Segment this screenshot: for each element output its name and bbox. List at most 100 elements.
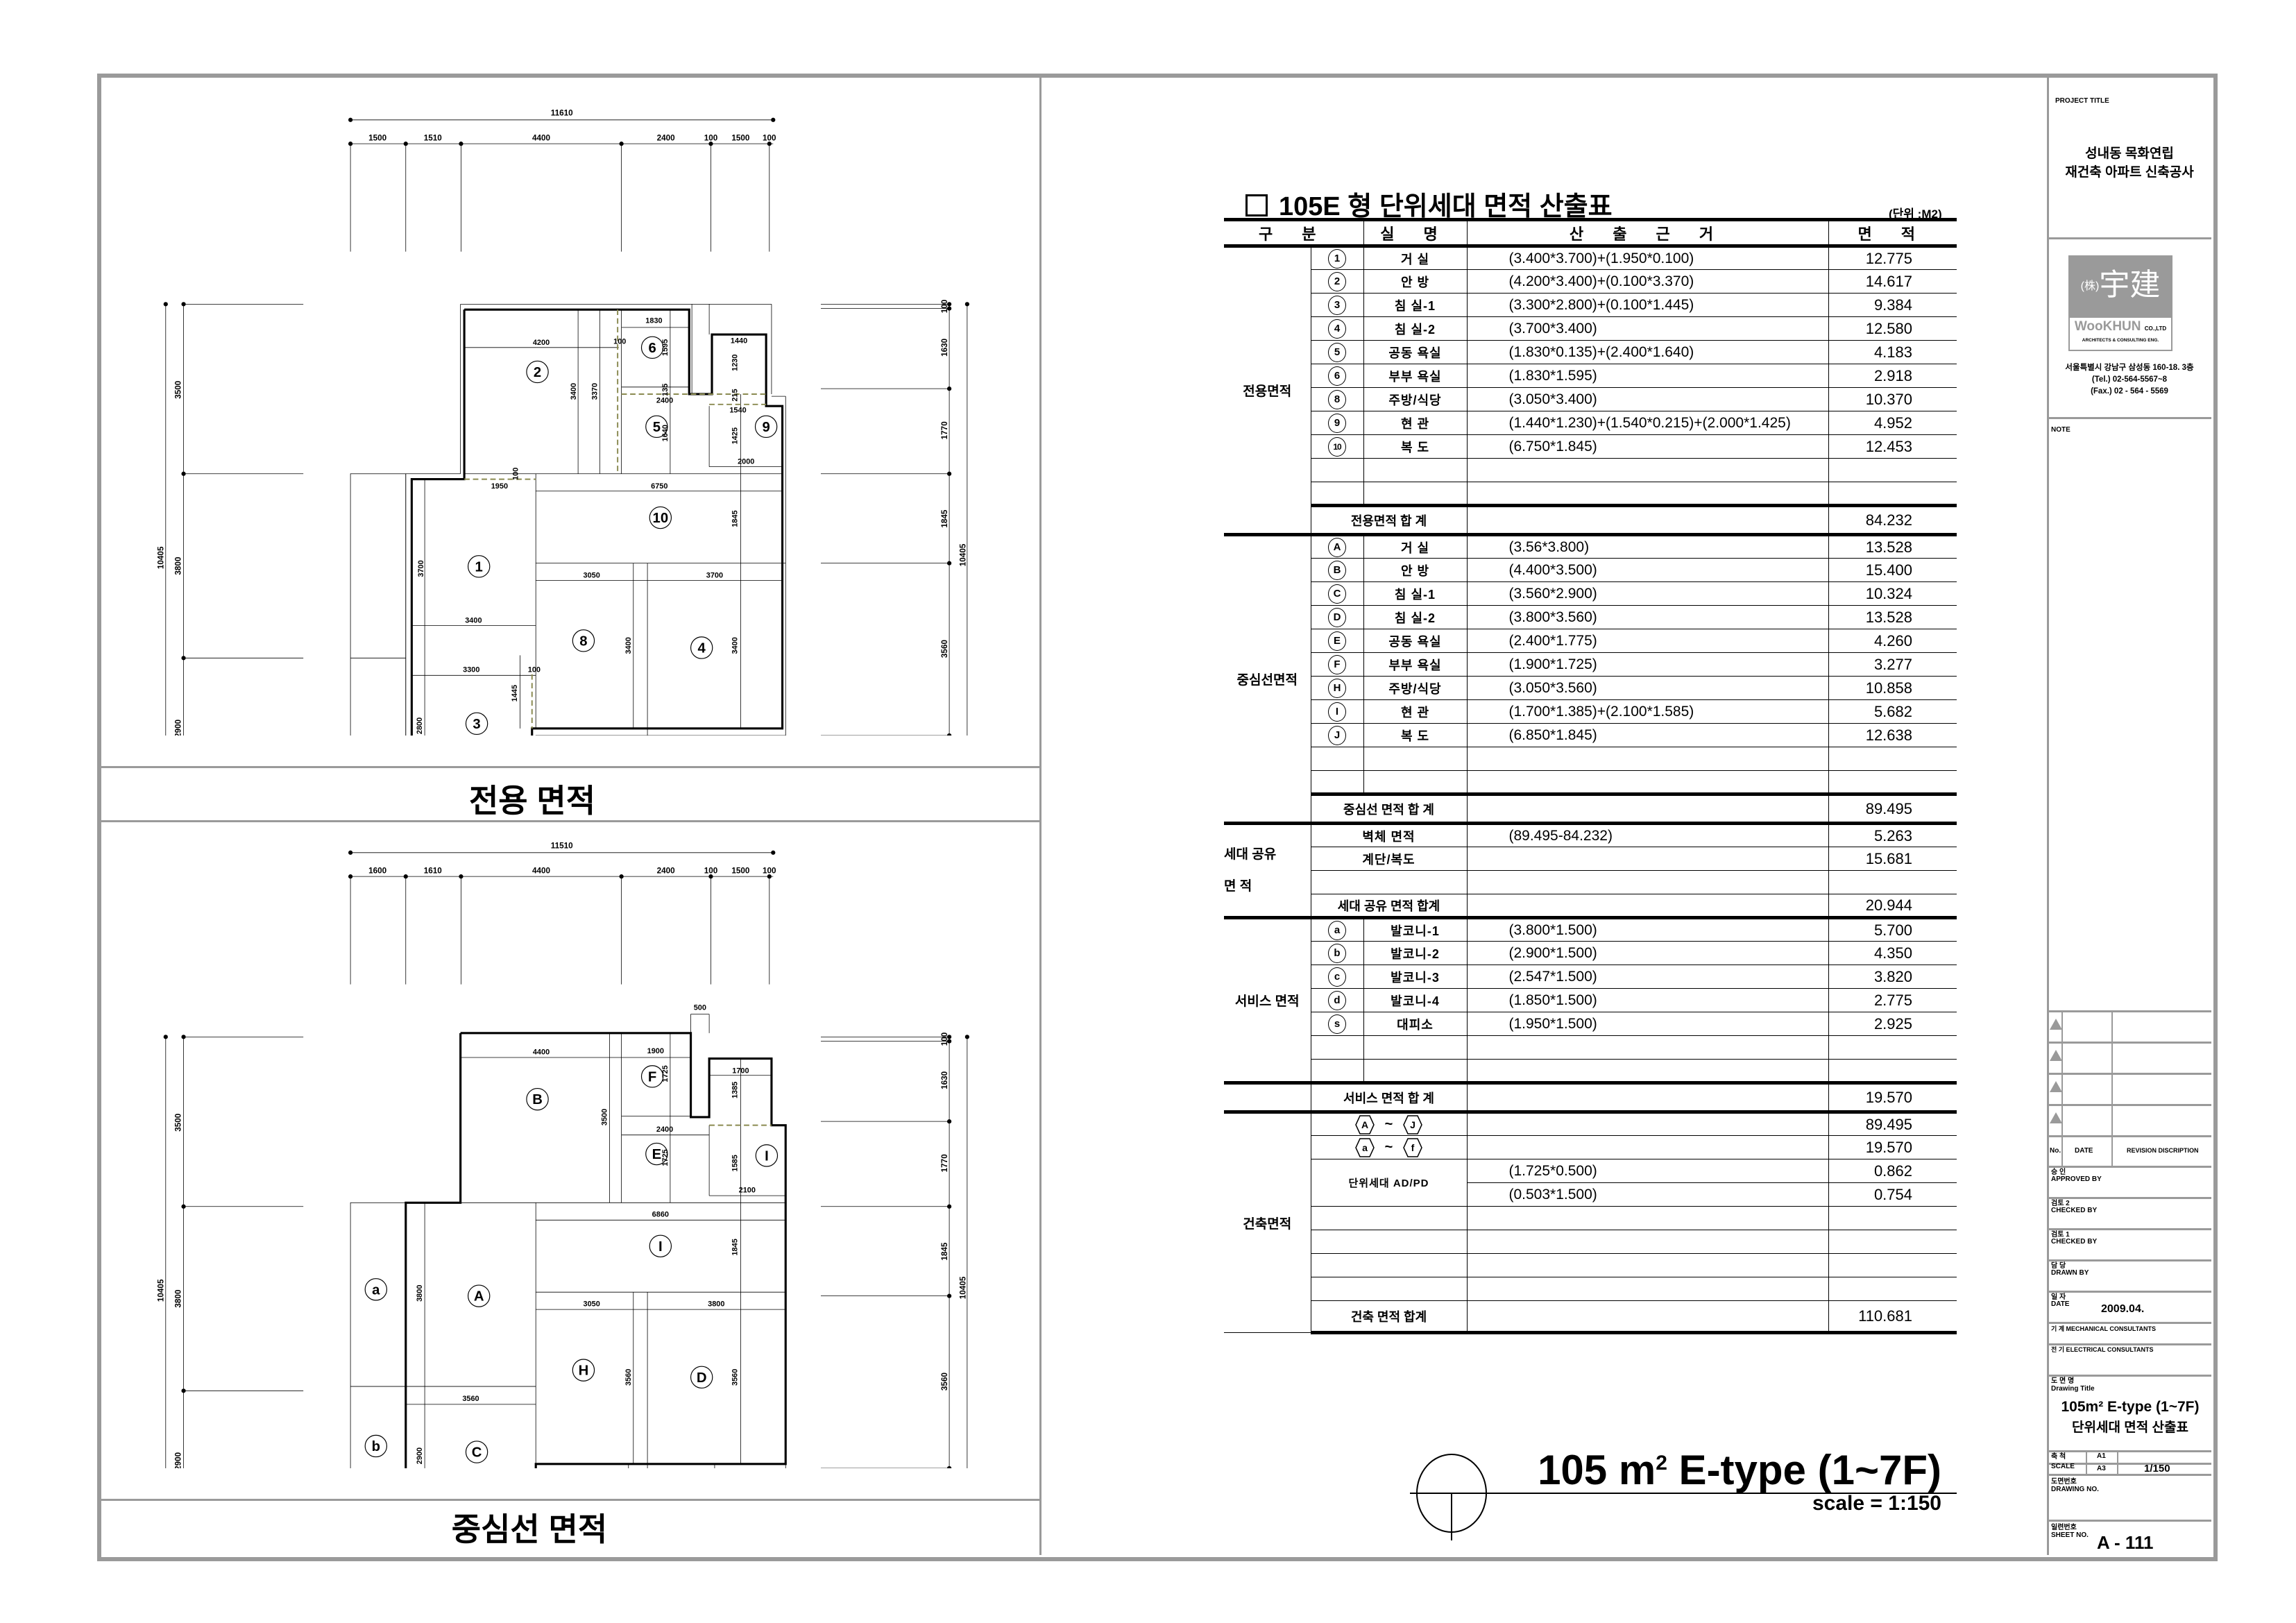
table-cell bbox=[1828, 1059, 1957, 1083]
title-block-column-line bbox=[2111, 1010, 2113, 1166]
scale-label: 축 척 bbox=[2051, 1453, 2066, 1461]
dimension-label: 2800 bbox=[416, 717, 424, 734]
room-marker-circle-icon: C bbox=[1328, 584, 1346, 604]
building-total-label: 건축 면적 합계 bbox=[1311, 1300, 1468, 1334]
table-cell bbox=[1467, 792, 1829, 824]
dimension-label: 3500 bbox=[601, 1109, 609, 1125]
area-formula: (2.400*1.775) bbox=[1467, 629, 1829, 653]
area-value: 89.495 bbox=[1828, 1110, 1957, 1136]
room-marker-hexagon-icon: a bbox=[1354, 1137, 1375, 1157]
header-basis: 산 출 근 거 bbox=[1467, 218, 1829, 248]
logo-tagline: ARCHITECTS & CONSULTING ENG. bbox=[2082, 338, 2159, 343]
table-cell bbox=[1828, 1253, 1957, 1277]
logo-hanja: 宇建 bbox=[2099, 268, 2161, 302]
area-formula: (4.400*3.500) bbox=[1467, 558, 1829, 582]
title-block-separator bbox=[2048, 1343, 2211, 1345]
table-title: 105E 형 단위세대 면적 산출표 bbox=[1245, 185, 1613, 223]
room-marker-circle-icon bbox=[364, 1278, 388, 1301]
room-number: s bbox=[1311, 1012, 1364, 1036]
table-cell bbox=[1467, 504, 1829, 535]
table-row bbox=[1224, 482, 1957, 506]
room-name: 벽체 면적 bbox=[1311, 822, 1468, 847]
drawing-scale: scale = 1:150 bbox=[1812, 1492, 1941, 1515]
room-name: 현 관 bbox=[1363, 411, 1468, 435]
dimension-tick bbox=[459, 874, 464, 879]
dimension-tick bbox=[771, 850, 776, 855]
area-formula: (3.560*2.900) bbox=[1467, 581, 1829, 606]
room-number: A bbox=[1311, 533, 1364, 559]
room-marker-circle-icon: A bbox=[1328, 538, 1346, 557]
revision-triangle-icon bbox=[2050, 1081, 2062, 1092]
room-label: b bbox=[372, 1439, 380, 1454]
table-cell bbox=[1467, 1059, 1829, 1083]
table-cell bbox=[1311, 458, 1364, 482]
address-line: 서울특별시 강남구 삼성동 160-18. 3층 bbox=[2065, 364, 2194, 372]
header-category: 구 분 bbox=[1224, 218, 1364, 248]
table-row bbox=[1224, 747, 1957, 771]
sheet-frame bbox=[97, 74, 2218, 1561]
dimension-label: 100 bbox=[704, 866, 718, 875]
dimension-label: 1445 bbox=[511, 685, 519, 702]
dimension-label: 1845 bbox=[940, 509, 949, 528]
title-block-separator bbox=[2048, 1450, 2211, 1452]
room-label: a bbox=[372, 1282, 380, 1298]
room-marker-circle-icon bbox=[649, 1234, 672, 1258]
exclusive-area-outline bbox=[410, 308, 784, 736]
area-formula: (2.547*1.500) bbox=[1467, 965, 1829, 989]
dimension-tick bbox=[771, 117, 776, 122]
dimension-label: 3800 bbox=[174, 1289, 183, 1308]
dimension-label: 3300 bbox=[463, 666, 479, 674]
table-cell bbox=[1467, 482, 1829, 506]
dimension-label: 2100 bbox=[739, 1186, 756, 1194]
dimension-label: 1440 bbox=[731, 337, 747, 346]
shared-label-line: 면 적 bbox=[1224, 878, 1252, 894]
scale-label-en: SCALE bbox=[2051, 1463, 2075, 1470]
room-marker-circle-icon: J bbox=[1328, 725, 1346, 745]
dimension-tick bbox=[403, 874, 408, 879]
dimension-label: 1845 bbox=[731, 510, 740, 527]
dimension-total: 10405 bbox=[959, 1276, 968, 1299]
room-number: 5 bbox=[1311, 340, 1364, 364]
dimension-label: 4400 bbox=[532, 866, 551, 875]
area-formula: (1.900*1.725) bbox=[1467, 652, 1829, 677]
label-checked1: 검토 1 bbox=[2051, 1231, 2070, 1239]
service-label: 서비스 면적 bbox=[1224, 916, 1311, 1083]
room-label: I bbox=[765, 1148, 769, 1164]
table-row bbox=[1224, 1230, 1957, 1254]
area-formula: (3.400*3.700)+(1.950*0.100) bbox=[1467, 246, 1829, 270]
dimension-label: 1630 bbox=[940, 1071, 949, 1089]
dimension-label: 1500 bbox=[731, 133, 750, 142]
room-marker-circle-icon: 9 bbox=[1328, 413, 1346, 433]
title-block-separator bbox=[2048, 1104, 2211, 1106]
area-formula: (6.750*1.845) bbox=[1467, 434, 1829, 459]
panel-label-centerline: 중심선 면적 bbox=[451, 1511, 608, 1547]
room-name: 공동 욕실 bbox=[1363, 340, 1468, 364]
dimension-label: 3560 bbox=[940, 640, 949, 658]
title-block-column-line bbox=[2117, 1450, 2118, 1474]
room-marker-circle-icon: a bbox=[1328, 921, 1346, 940]
dimension-label: 3500 bbox=[174, 380, 183, 399]
room-name: 침 실-1 bbox=[1363, 293, 1468, 317]
table-row bbox=[1224, 1035, 1957, 1060]
room-marker-circle-icon bbox=[364, 1434, 388, 1458]
table-cell bbox=[1828, 770, 1957, 794]
area-formula: (3.050*3.400) bbox=[1467, 387, 1829, 411]
dimension-label: 2000 bbox=[738, 458, 754, 466]
table-row bbox=[1224, 1206, 1957, 1230]
area-value: 3.820 bbox=[1828, 965, 1957, 989]
room-number: 8 bbox=[1311, 387, 1364, 411]
logo-prefix: (株) bbox=[2080, 280, 2100, 292]
area-value: 12.453 bbox=[1828, 434, 1957, 459]
table-title-text: 105E 형 단위세대 면적 산출표 bbox=[1279, 192, 1613, 221]
room-label: E bbox=[652, 1147, 662, 1162]
electrical-consultants: 전 기 ELECTRICAL CONSULTANTS bbox=[2051, 1346, 2154, 1353]
table-cell bbox=[1467, 747, 1829, 771]
